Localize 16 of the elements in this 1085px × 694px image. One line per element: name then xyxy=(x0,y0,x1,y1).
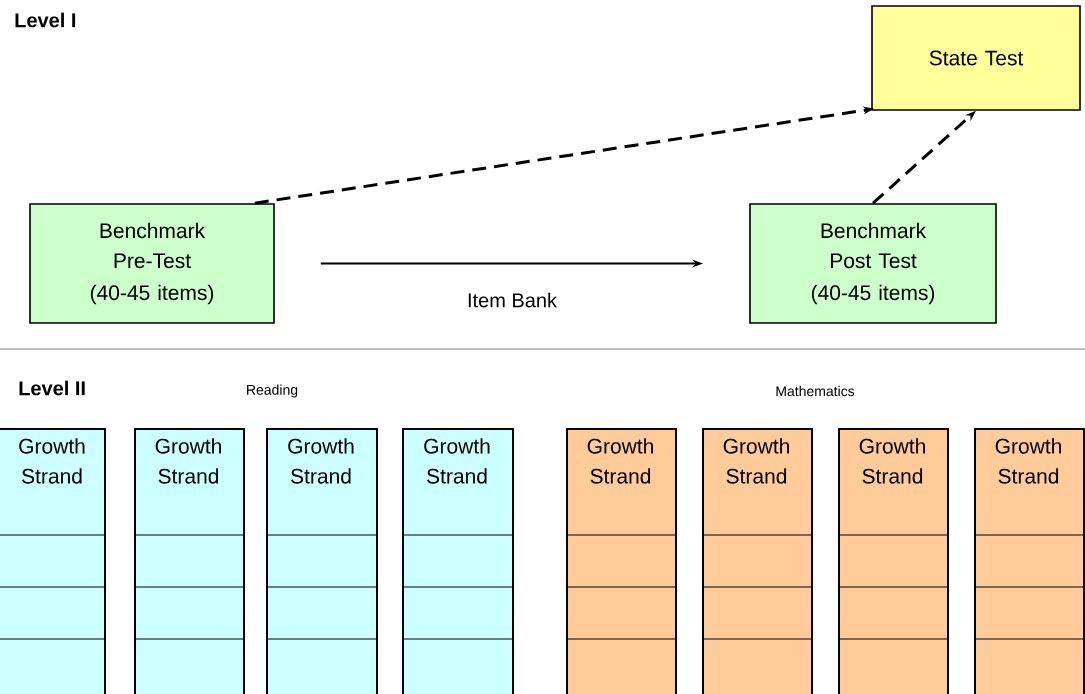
growth-strand-column: Growth Strand xyxy=(133,428,245,694)
level-heading: Level II xyxy=(19,380,85,396)
growth-strand-column: Growth Strand xyxy=(265,428,378,694)
growth-strand-column: Growth Strand xyxy=(837,428,949,694)
growth-strand-column: Growth Strand xyxy=(973,428,1085,694)
process-box: Benchmark Post Test (40-45 items) xyxy=(749,203,997,324)
process-box: Benchmark Pre-Test (40-45 items) xyxy=(29,203,275,324)
section-label: Mathematics xyxy=(776,385,855,397)
growth-strand-column: Growth Strand xyxy=(565,428,677,694)
section-label: Reading xyxy=(247,384,298,398)
process-box: State Test xyxy=(871,5,1081,111)
level-heading: Level I xyxy=(15,12,76,28)
growth-strand-column: Growth Strand xyxy=(701,428,813,694)
growth-strand-column: Growth Strand xyxy=(401,428,514,694)
growth-strand-column: Growth Strand xyxy=(0,428,106,694)
edge-label: Item Bank xyxy=(465,290,559,310)
